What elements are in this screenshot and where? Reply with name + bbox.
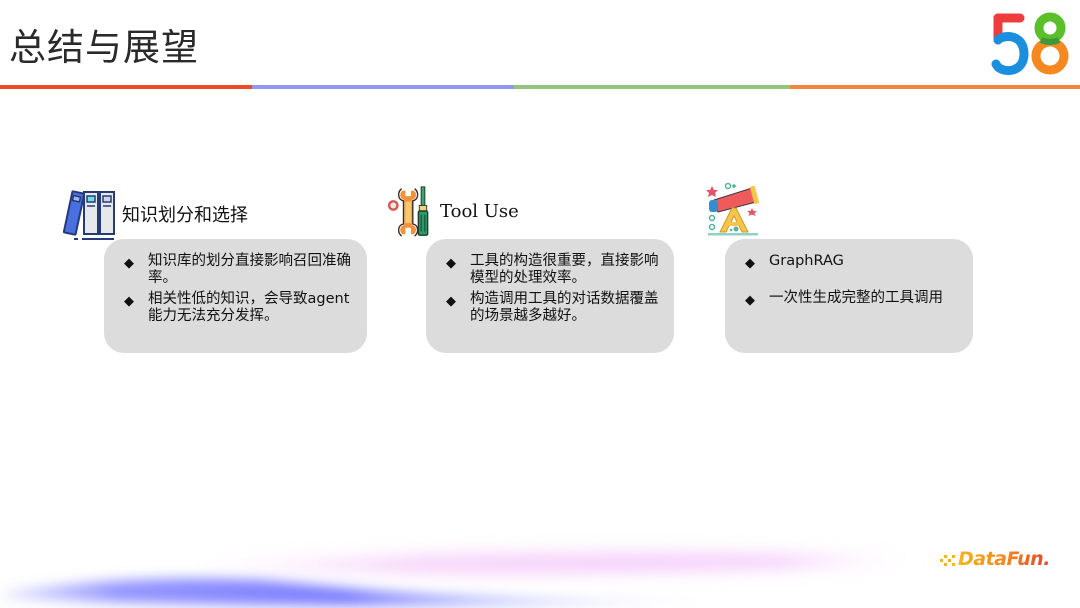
diamond-bullet-icon: ◆: [446, 256, 456, 271]
books-icon: [62, 190, 115, 240]
logo-58-icon: [991, 12, 1069, 75]
card-knowledge-box: ◆知识库的划分直接影响召回准确率。 ◆相关性低的知识，会导致agent能力无法充…: [104, 239, 367, 353]
card-outlook-header: [706, 180, 762, 236]
card-tooluse-box: ◆工具的构造很重要，直接影响模型的处理效率。 ◆构造调用工具的对话数据覆盖的场景…: [426, 239, 674, 353]
bullet-item: ◆相关性低的知识，会导致agent能力无法充分发挥。: [124, 291, 350, 324]
header-stripe-green: [514, 85, 790, 89]
datafun-brand: DataFun.: [958, 548, 1050, 570]
bullet-item: ◆工具的构造很重要，直接影响模型的处理效率。: [446, 253, 659, 286]
decorative-swoosh: [5, 552, 930, 606]
bullet-item: ◆一次性生成完整的工具调用: [745, 290, 943, 308]
diamond-bullet-icon: ◆: [745, 293, 755, 308]
card-tooluse-heading: Tool Use: [440, 200, 519, 222]
diamond-bullet-icon: ◆: [745, 256, 755, 271]
card-tooluse-header: Tool Use: [384, 182, 519, 240]
bullet-item: ◆知识库的划分直接影响召回准确率。: [124, 253, 351, 286]
bullet-item: ◆GraphRAG: [745, 253, 844, 271]
tools-icon: [387, 186, 429, 237]
bullet-item: ◆构造调用工具的对话数据覆盖的场景越多越好。: [446, 291, 659, 324]
card-knowledge-heading: 知识划分和选择: [122, 205, 248, 226]
diamond-bullet-icon: ◆: [446, 294, 456, 309]
card-outlook-box: ◆GraphRAG ◆一次性生成完整的工具调用: [725, 239, 973, 353]
diamond-bullet-icon: ◆: [124, 256, 134, 271]
card-knowledge-header: 知识划分和选择: [62, 186, 248, 242]
header-stripe-blue: [252, 85, 514, 89]
datafun-logo-icon: [940, 555, 955, 566]
telescope-icon: [706, 182, 760, 236]
slide-title: 总结与展望: [9, 26, 199, 69]
header-stripe-red: [0, 85, 252, 89]
header-stripe-orange: [790, 85, 1080, 89]
diamond-bullet-icon: ◆: [124, 294, 134, 309]
